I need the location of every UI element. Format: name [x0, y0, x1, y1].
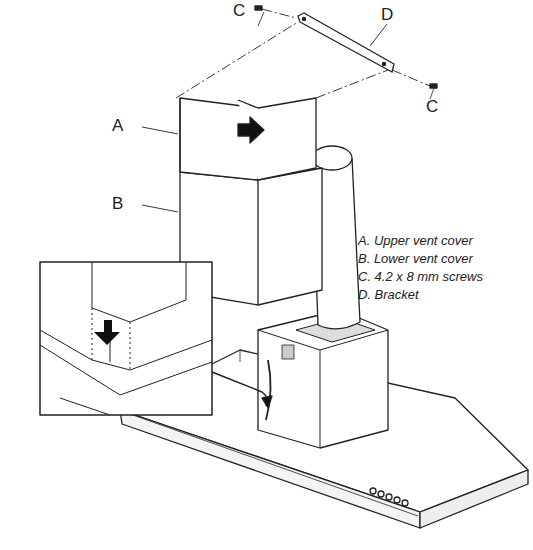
callout-letter: B: [112, 195, 123, 214]
wire-harness: [266, 360, 271, 420]
parts-key-entry: C. 4.2 x 8 mm screws: [358, 270, 483, 284]
callout-letter: A: [112, 117, 123, 136]
callout-letter: C: [233, 2, 245, 21]
callout-letter: D: [381, 6, 393, 25]
callout-letter: C: [426, 98, 438, 117]
push-arrow: [94, 320, 120, 345]
parts-key-entry: D. Bracket: [358, 288, 419, 302]
blower-housing: [258, 310, 388, 448]
detail-inset: [40, 262, 212, 415]
control-buttons: [370, 488, 408, 506]
hood-side-rim: [420, 470, 528, 528]
parts-key-entry: B. Lower vent cover: [358, 252, 473, 266]
screw: [255, 6, 437, 88]
bracket: [298, 13, 394, 72]
slide-arrow: [238, 117, 264, 143]
parts-key-entry: A. Upper vent cover: [358, 234, 473, 248]
